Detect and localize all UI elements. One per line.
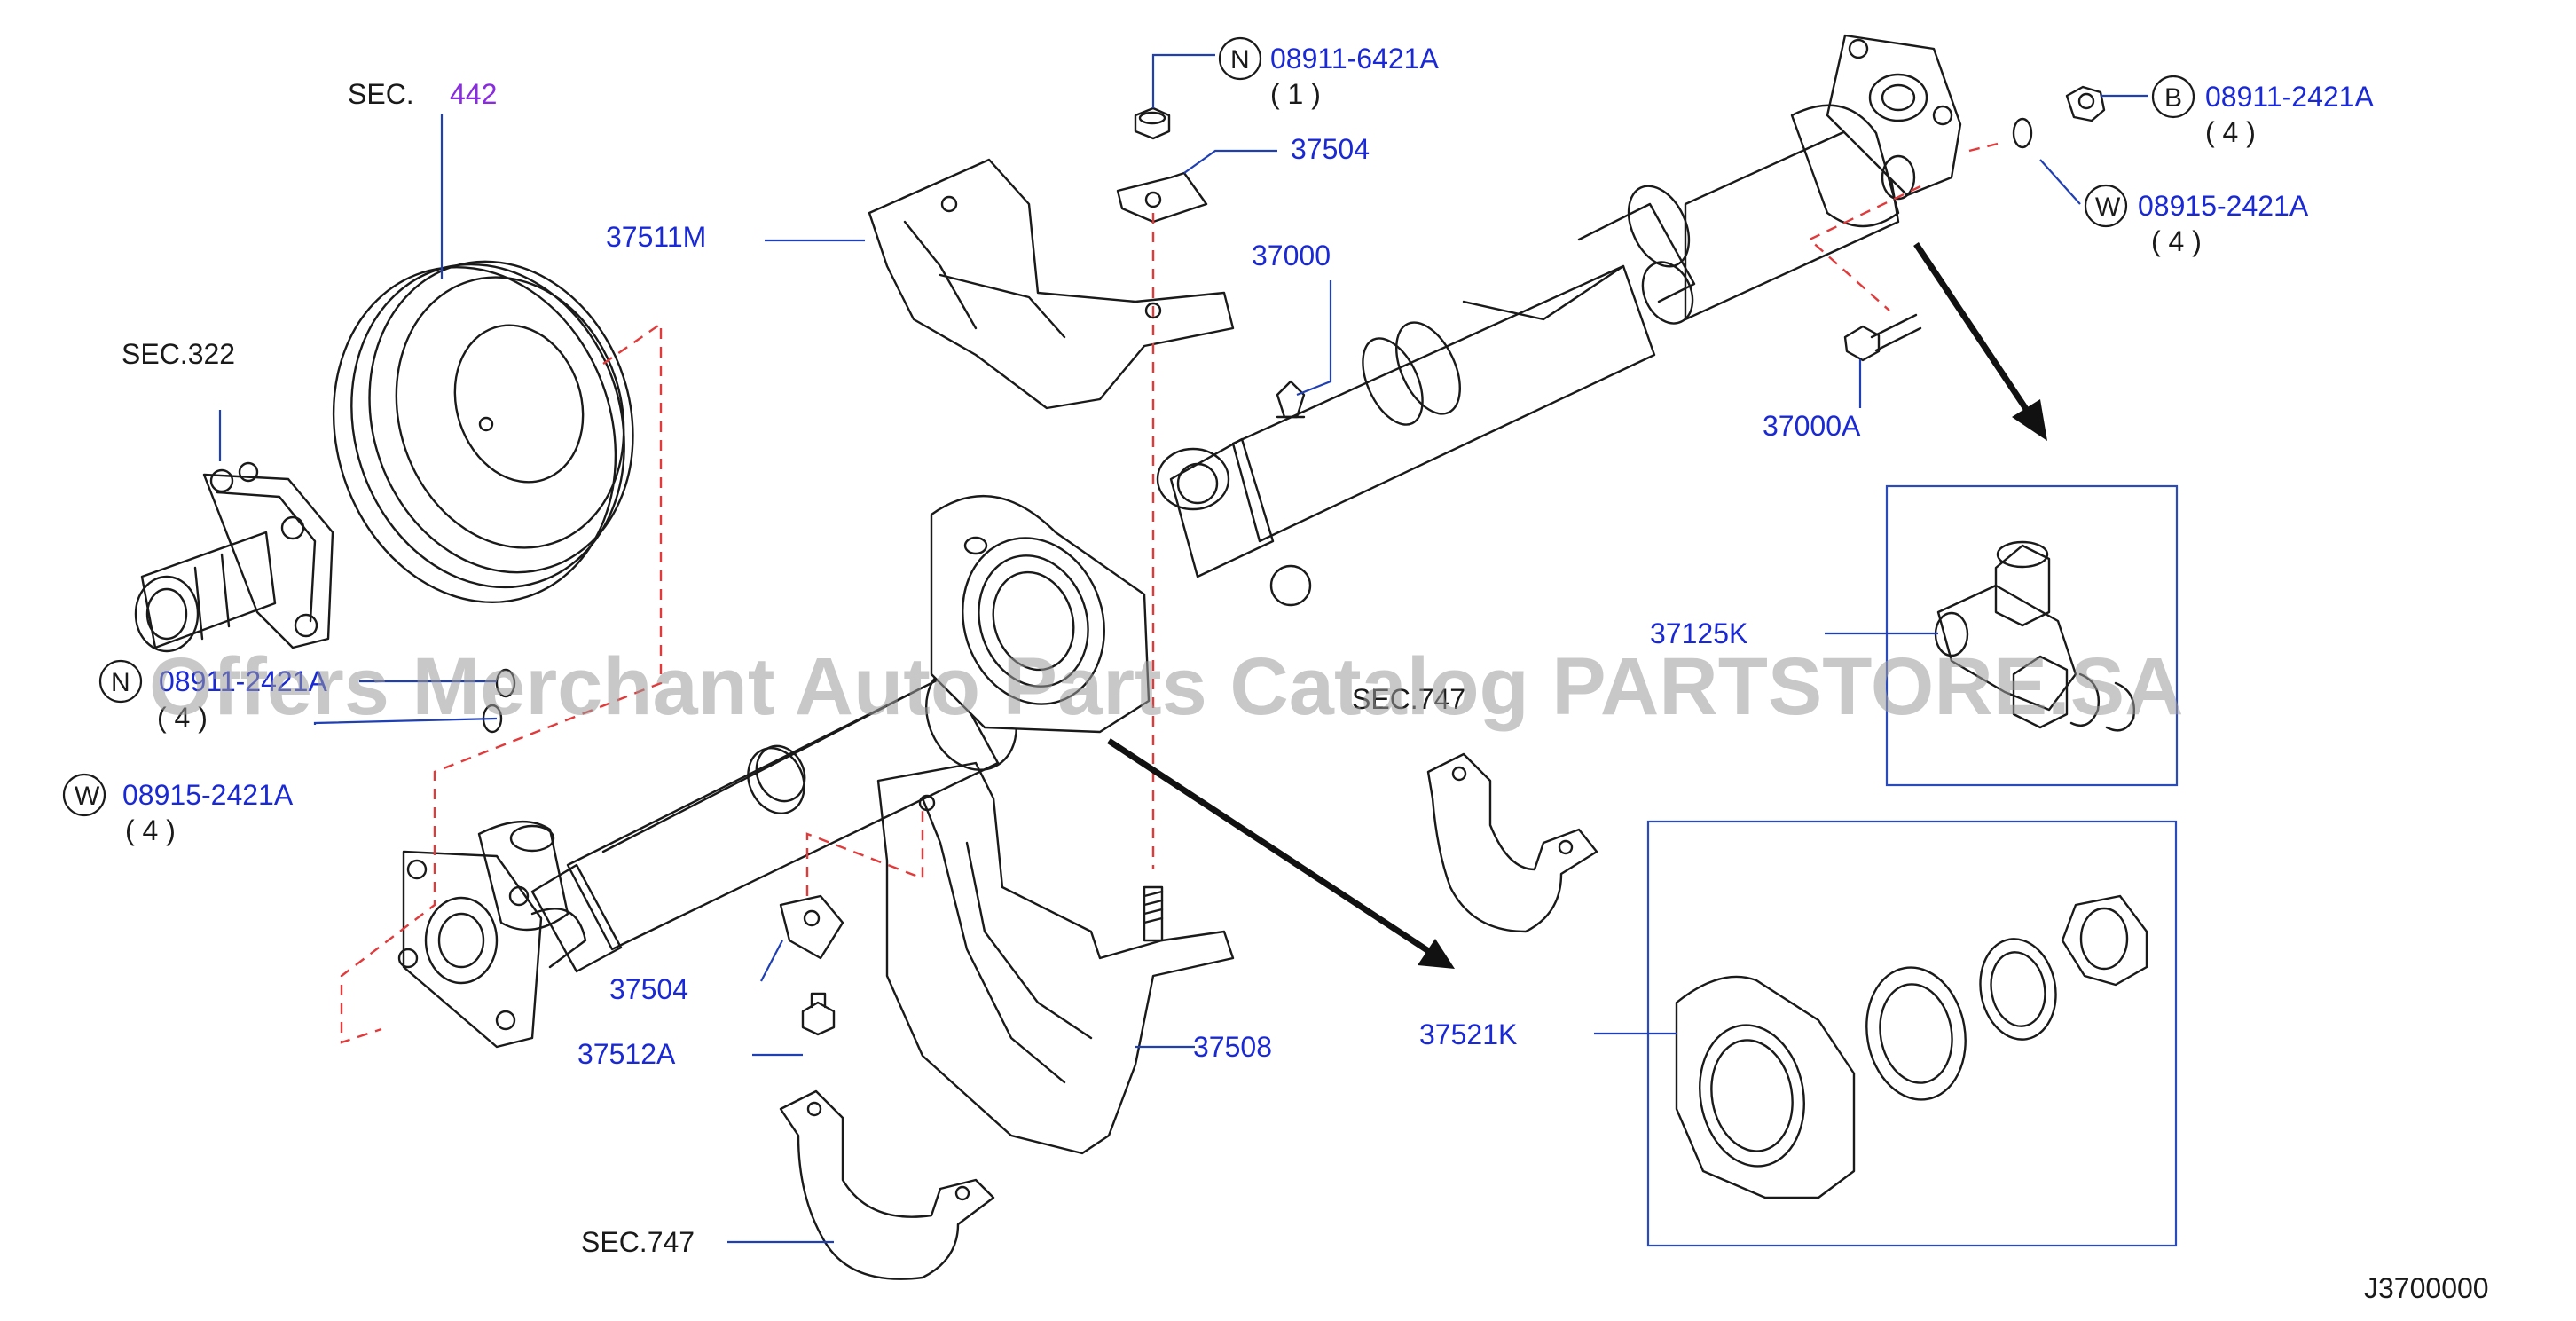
right-washer-symbol: W	[2095, 193, 2121, 222]
part-37125K-label[interactable]: 37125K	[1650, 617, 1747, 649]
detail-arrows	[1107, 242, 2047, 969]
assembly-dashed-lines	[340, 140, 2006, 1044]
left-washer-symbol: W	[75, 782, 100, 811]
top-nut-quantity: ( 1 )	[1270, 78, 1321, 110]
right-bolt-symbol-circle	[2151, 75, 2195, 119]
diagram-code-label: J3700000	[2364, 1272, 2489, 1304]
watermark-text: Offers Merchant Auto Parts Catalog PARTS…	[149, 641, 2184, 732]
bracket-37504-top-drawing	[1116, 171, 1208, 224]
center-bearing-kit-drawing	[1675, 894, 2148, 1199]
rear-propeller-shaft-drawing	[1156, 34, 1962, 607]
companion-flange-drawing	[134, 461, 334, 653]
bracket-37508-drawing	[876, 761, 1235, 1155]
pulley-drawing	[332, 260, 634, 603]
top-nut-part-number[interactable]: 08911-6421A	[1270, 43, 1439, 75]
leader-lines	[218, 53, 2148, 1244]
universal-joint-detail-box	[1885, 484, 2179, 787]
part-37508-label[interactable]: 37508	[1193, 1031, 1272, 1063]
left-washer-symbol-circle	[62, 773, 106, 817]
part-37504-bottom-label[interactable]: 37504	[609, 973, 688, 1005]
right-bolt-symbol: B	[2164, 83, 2182, 113]
right-bolt-quantity: ( 4 )	[2205, 116, 2256, 148]
part-37512A-label[interactable]: 37512A	[577, 1038, 676, 1070]
part-37000-label[interactable]: 37000	[1252, 240, 1331, 271]
left-nut-symbol-circle	[98, 659, 143, 704]
bracket-sec747-upper-drawing	[1426, 752, 1598, 933]
symbol-circles	[62, 36, 2195, 817]
left-washer-part-number[interactable]: 08915-2421A	[122, 779, 294, 811]
right-washer-quantity: ( 4 )	[2151, 225, 2202, 257]
sec-747-lower-label[interactable]: SEC.747	[581, 1226, 695, 1258]
right-washer-symbol-circle	[2084, 184, 2128, 228]
part-37521K-label[interactable]: 37521K	[1419, 1018, 1517, 1050]
left-nut-symbol: N	[111, 668, 130, 697]
universal-joint-kit-drawing	[1934, 540, 2135, 732]
part-37504-top-label[interactable]: 37504	[1291, 133, 1370, 165]
bracket-37511M-drawing	[868, 158, 1235, 410]
small-fasteners-drawing	[482, 85, 2106, 1036]
left-nut-quantity: ( 4 )	[157, 702, 208, 734]
sec-322-label[interactable]: SEC.322	[122, 338, 235, 370]
right-bolt-part-number[interactable]: 08911-2421A	[2205, 81, 2374, 113]
top-nut-symbol: N	[1230, 45, 1250, 75]
left-washer-quantity: ( 4 )	[125, 814, 176, 846]
part-37000A-label[interactable]: 37000A	[1763, 410, 1861, 442]
left-nut-part-number[interactable]: 08911-2421A	[159, 665, 327, 697]
part-37511M-label[interactable]: 37511M	[606, 221, 706, 253]
sec-442-number-label[interactable]: 442	[450, 78, 497, 110]
right-washer-part-number[interactable]: 08915-2421A	[2138, 190, 2309, 222]
bracket-37504-bottom-drawing	[779, 894, 844, 960]
bracket-sec747-lower-drawing	[779, 1089, 995, 1280]
center-bearing-drawing	[930, 494, 1151, 734]
top-nut-symbol-circle	[1218, 36, 1262, 81]
sec-442-prefix-label: SEC.	[348, 78, 414, 110]
sec-747-upper-label[interactable]: SEC.747	[1352, 683, 1465, 715]
